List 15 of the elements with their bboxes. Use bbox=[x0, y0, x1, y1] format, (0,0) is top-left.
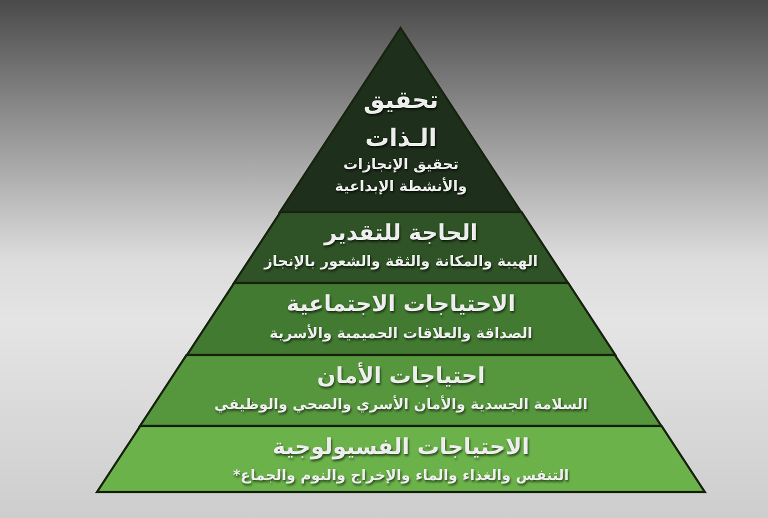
pyramid-tier bbox=[232, 210, 570, 285]
pyramid-tier bbox=[95, 424, 707, 494]
tier-description: تحقيق الإنجازات والأنشطة الإبداعية bbox=[334, 156, 468, 197]
tier-description: السلامة الجسدية والأمان الأسري والصحي والوظيفي bbox=[214, 395, 588, 415]
tier-title: الحاجة للتقدير bbox=[324, 220, 478, 248]
tier-title: الاحتياجات الفسيولوجية bbox=[272, 434, 530, 462]
pyramid-tier bbox=[184, 281, 618, 357]
tier-title: احتياجات الأمان bbox=[316, 363, 486, 391]
tier-title: تحقيق الـذات bbox=[363, 85, 438, 154]
pyramid-tier bbox=[138, 353, 664, 428]
tier-title: الاحتياجات الاجتماعية bbox=[286, 291, 516, 319]
pyramid-tier bbox=[278, 26, 524, 214]
tier-description: الهيبة والمكانة والثقة والشعور بالإنجاز bbox=[264, 253, 538, 272]
tier-description: الصداقة والعلاقات الحميمية والأسرية bbox=[270, 324, 532, 344]
tier-description: التنفس والغذاء والماء والإخراج والنوم والجماع* bbox=[232, 467, 570, 486]
